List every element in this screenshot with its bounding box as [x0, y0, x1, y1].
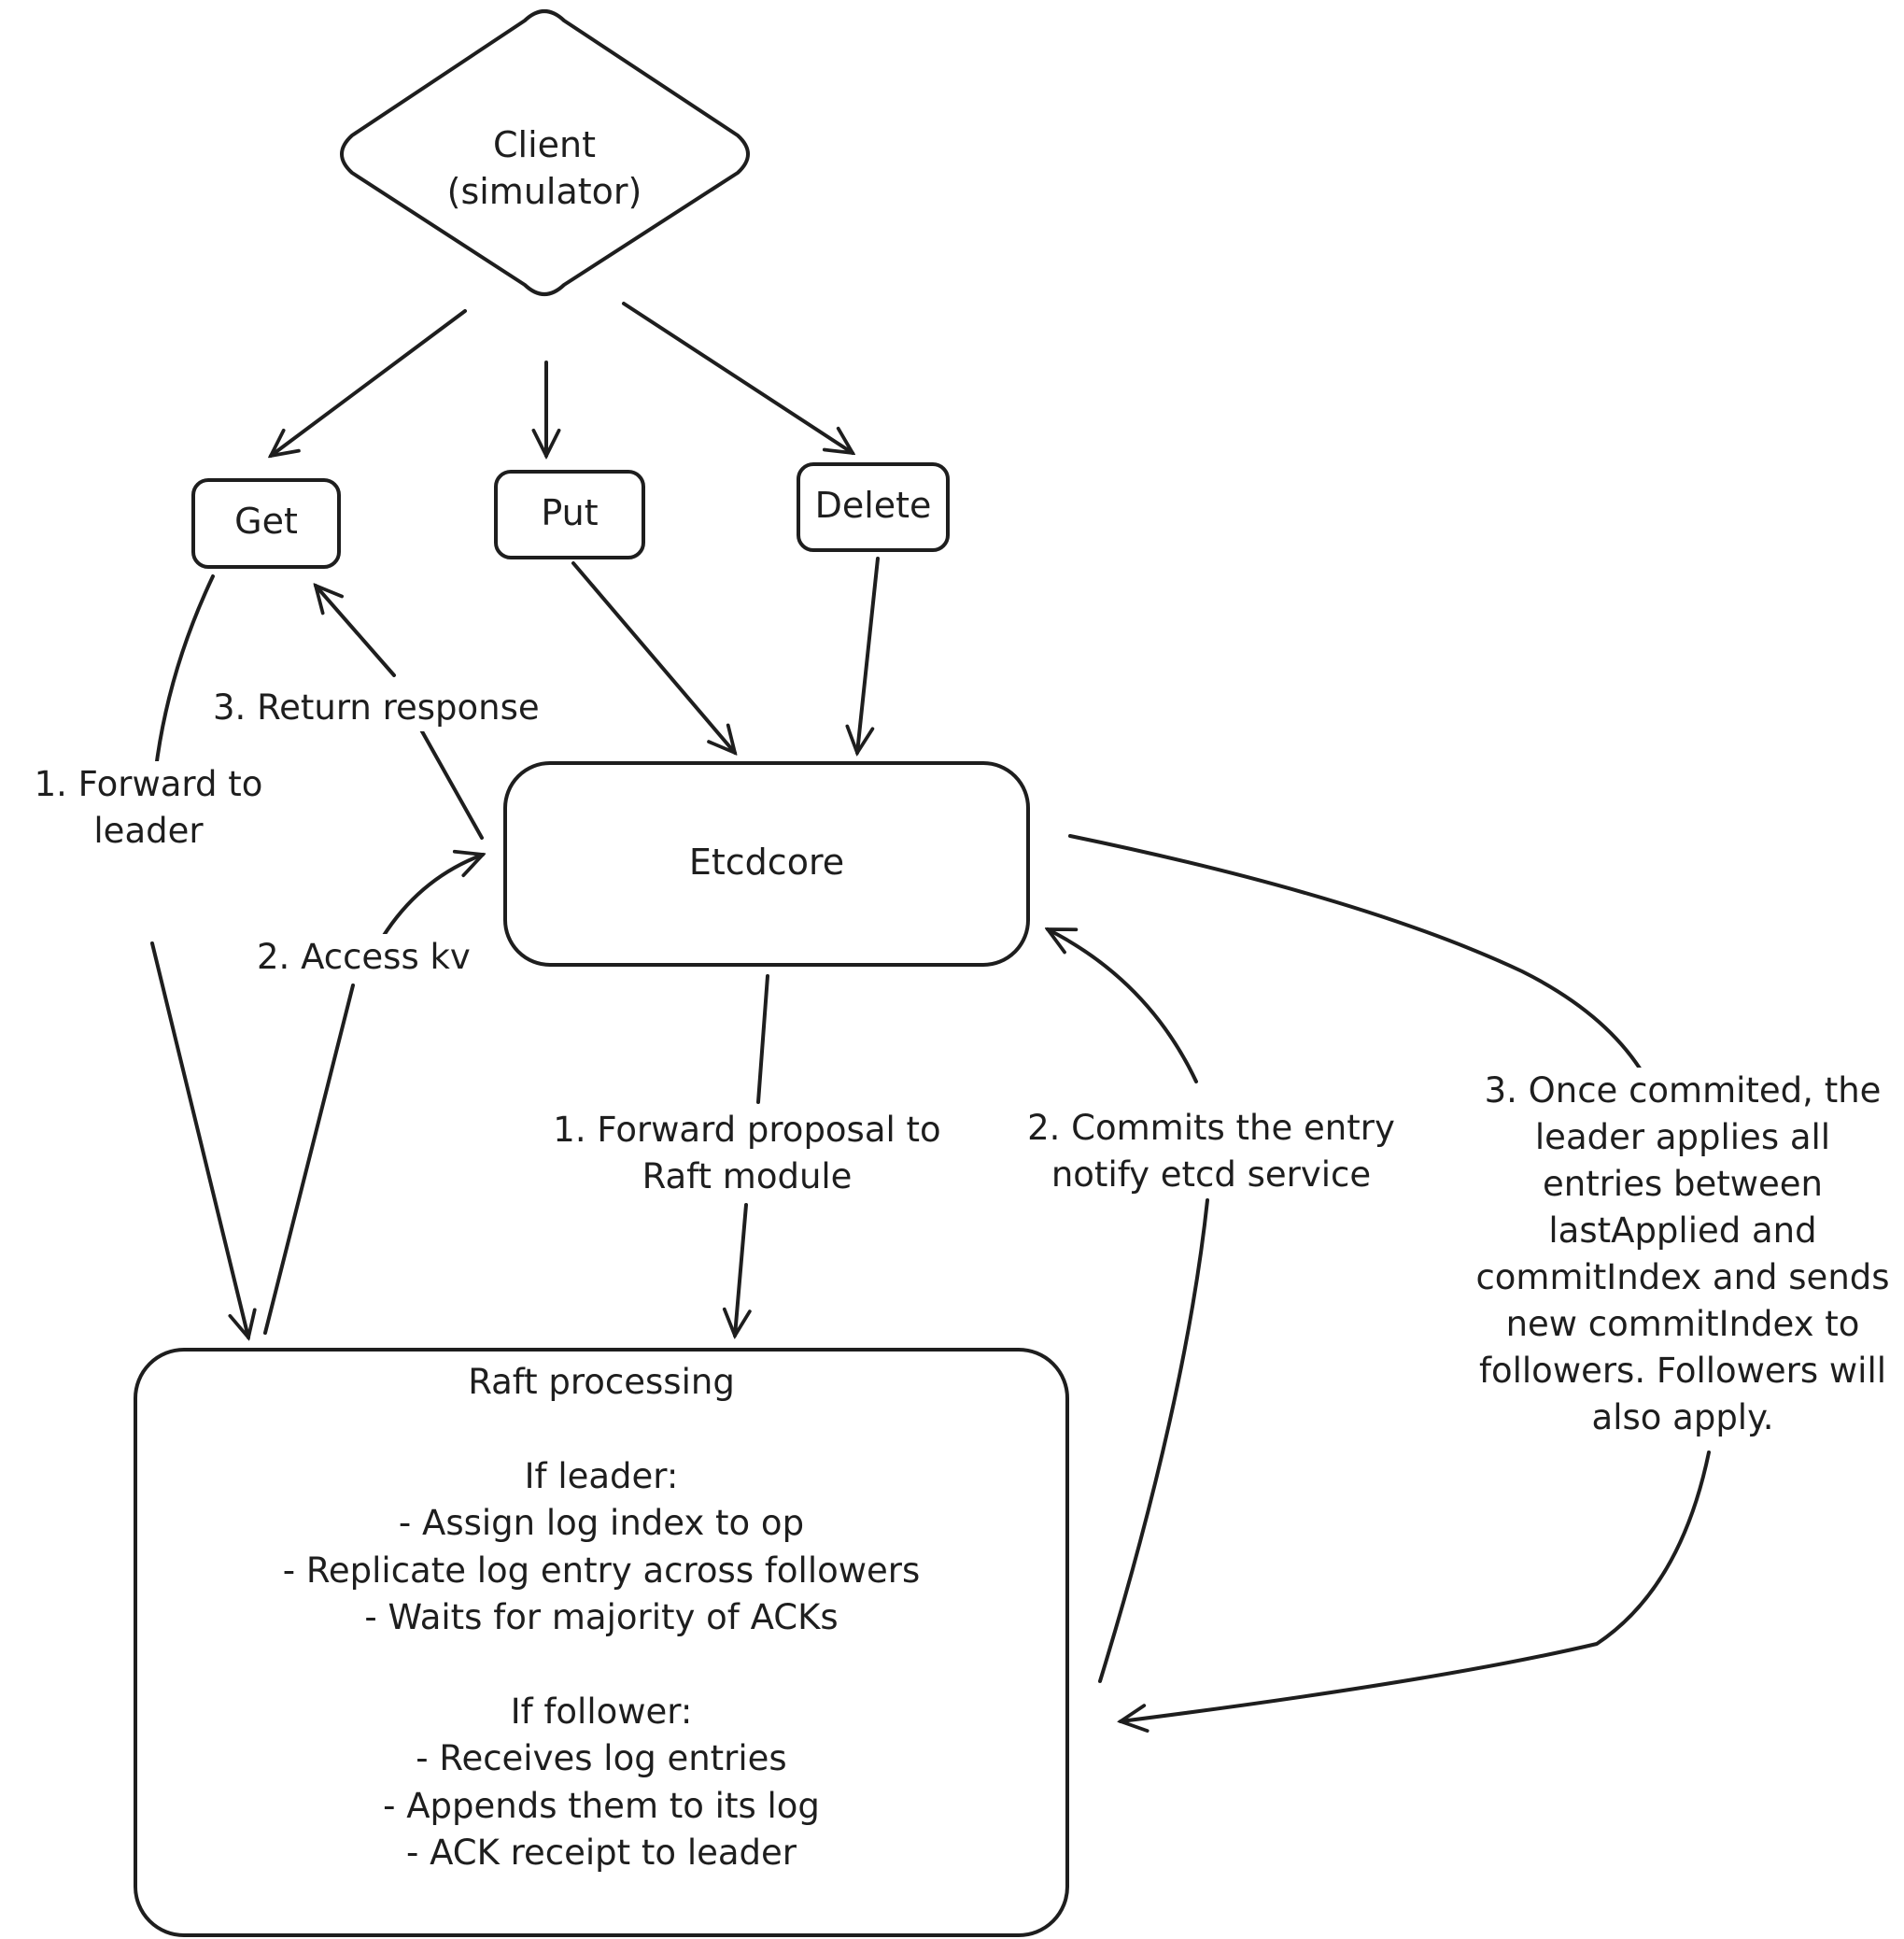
label-line: also apply.	[1591, 1397, 1774, 1437]
client-label: Client (simulator)	[437, 121, 652, 215]
label-line: leader	[93, 811, 204, 851]
etcdcore-box[interactable]	[503, 761, 1030, 967]
label-line: new commitIndex to	[1505, 1304, 1860, 1344]
get-label: Get	[234, 501, 298, 542]
label-line: lastApplied and	[1548, 1210, 1817, 1251]
label-line: notify etcd service	[1051, 1154, 1372, 1195]
label-line: Raft module	[642, 1156, 853, 1196]
edge-commits-arrow	[1048, 927, 1198, 1083]
raft-follower-step: - ACK receipt to leader	[405, 1833, 797, 1873]
raft-follower-heading: If follower:	[510, 1691, 693, 1732]
label-line: 1. Forward proposal to	[553, 1110, 941, 1150]
edge-access-kv-arrow	[381, 855, 483, 939]
edge-put-etcdcore	[571, 561, 735, 753]
put-label: Put	[541, 492, 599, 533]
client-label-line: Client	[492, 124, 596, 165]
get-box[interactable]	[191, 478, 341, 569]
label-line: leader applies all	[1534, 1117, 1831, 1157]
raft-follower-step: - Receives log entries	[416, 1738, 787, 1778]
client-diamond[interactable]	[340, 9, 750, 296]
edge-return-response-arrow	[316, 586, 396, 677]
raft-leader-step: - Assign log index to op	[398, 1503, 805, 1543]
label-line: entries between	[1542, 1164, 1823, 1204]
edge-etcdcore-commit-apply	[1068, 834, 1645, 1076]
delete-box[interactable]	[797, 462, 950, 552]
raft-leader-step: - Waits for majority of ACKs	[364, 1597, 839, 1637]
edge-client-get	[271, 309, 467, 456]
put-box[interactable]	[494, 470, 645, 559]
label-once-committed: 3. Once commited, the leader applies all…	[1461, 1068, 1904, 1441]
label-line: 2. Commits the entry	[1027, 1108, 1395, 1148]
label-line: 3. Once commited, the	[1484, 1070, 1882, 1111]
raft-leader-step: - Replicate log entry across followers	[282, 1550, 921, 1591]
raft-leader-heading: If leader:	[524, 1455, 679, 1496]
delete-label: Delete	[814, 485, 932, 526]
label-access-kv: 2. Access kv	[257, 934, 471, 981]
label-forward-proposal: 1. Forward proposal to Raft module	[532, 1107, 962, 1200]
etcdcore-label: Etcdcore	[688, 842, 845, 883]
label-line: followers. Followers will	[1478, 1351, 1887, 1391]
edge-once-committed-arrow	[1121, 1451, 1711, 1721]
label-forward-to-leader: 1. Forward to leader	[13, 761, 284, 855]
edge-delete-etcdcore	[857, 557, 880, 753]
raft-content: Raft processing If leader: - Assign log …	[134, 1359, 1068, 1877]
raft-box[interactable]	[134, 1348, 1069, 1937]
label-line: 1. Forward to	[34, 764, 263, 804]
client-label-line: (simulator)	[446, 171, 642, 212]
edge-forward-proposal-arrow	[735, 1203, 746, 1336]
label-line: commitIndex and sends	[1475, 1257, 1890, 1297]
edge-client-delete	[622, 302, 853, 453]
edge-etcdcore-raft	[756, 974, 769, 1104]
raft-follower-step: - Appends them to its log	[383, 1785, 820, 1826]
label-commits-entry: 2. Commits the entry notify etcd service	[1010, 1105, 1412, 1198]
edge-raft-commits	[1098, 1198, 1209, 1683]
raft-title: Raft processing	[468, 1362, 735, 1402]
edge-raft-etcdcore	[263, 984, 355, 1335]
label-return-response: 3. Return response	[213, 685, 540, 731]
